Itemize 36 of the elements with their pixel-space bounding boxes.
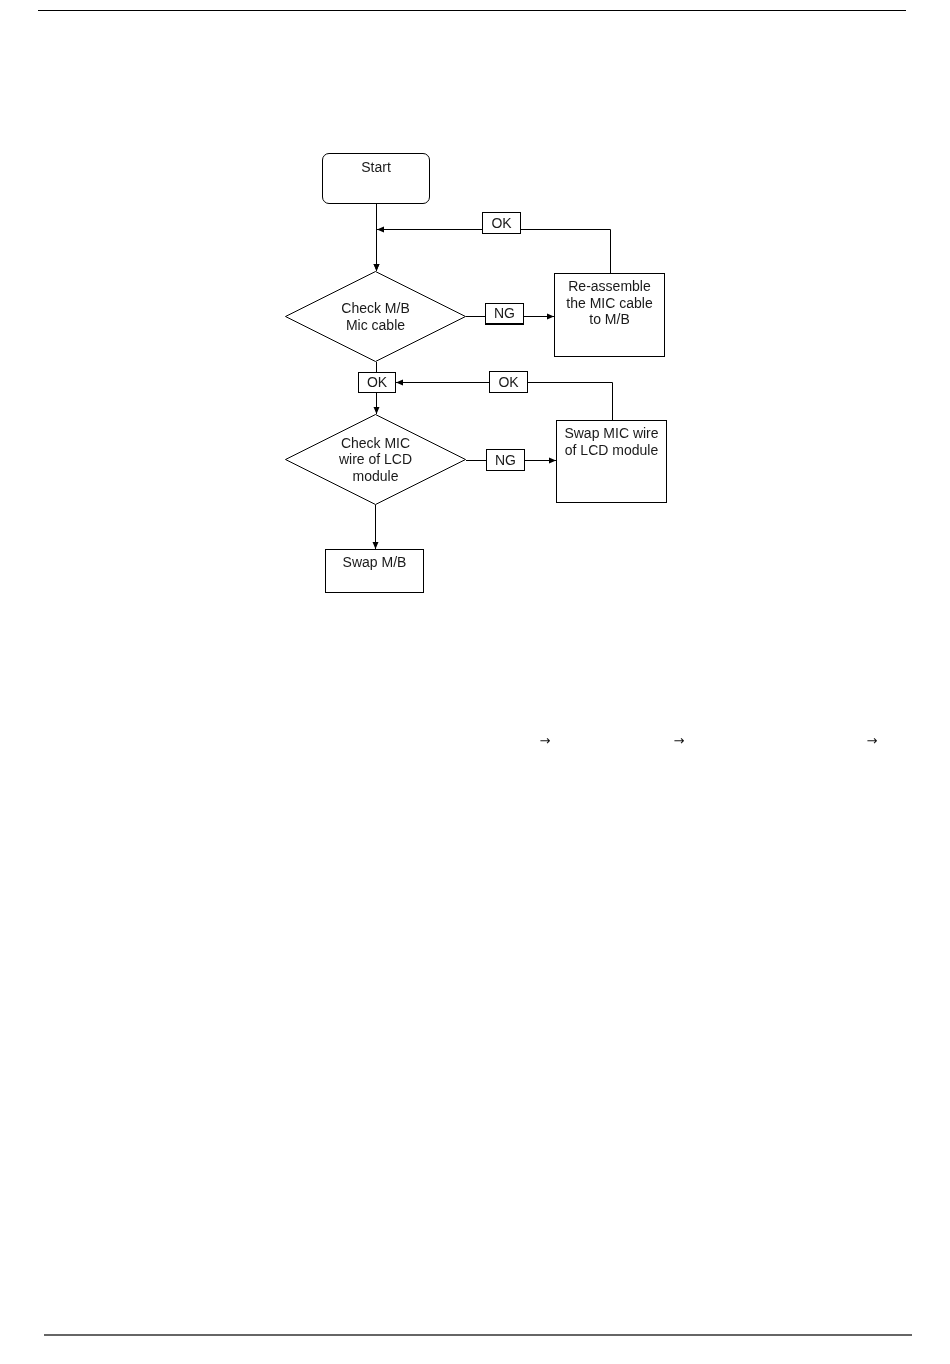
decision-diamond (285, 271, 466, 362)
decision-text: Check M/B Mic cable (340, 300, 411, 333)
process-box (556, 420, 667, 503)
step-text: Swap MIC wire of LCD module (563, 425, 660, 458)
step-text: Swap M/B (342, 554, 407, 571)
decision-diamond (285, 414, 466, 505)
connector-line (465, 460, 487, 461)
tag-text: OK (366, 374, 388, 391)
tag-text: OK (498, 373, 519, 391)
result-tag (482, 212, 521, 234)
step-text: Re-assemble the MIC cable to M/B (565, 278, 654, 328)
decision-text: Check MIC wire of LCD module (337, 434, 414, 485)
start-terminal (322, 153, 430, 204)
arrow (523, 313, 555, 320)
arrow-glyph: → (866, 733, 878, 747)
connector-line (527, 382, 613, 421)
arrow-glyph: → (673, 733, 685, 747)
arrow (373, 226, 483, 272)
result-tag (486, 449, 525, 471)
result-tag (489, 371, 528, 393)
tag-text: NG (494, 305, 515, 322)
tag-text: OK (491, 214, 512, 232)
arrow-glyph: → (539, 733, 551, 747)
arrow (373, 392, 380, 415)
connector-line (520, 229, 611, 274)
connector-line (465, 316, 486, 317)
process-box (554, 273, 665, 357)
arrow (395, 379, 490, 386)
result-tag (485, 303, 524, 325)
arrow (372, 504, 379, 550)
terminal-text: Start (361, 159, 391, 176)
tag-text: NG (495, 451, 516, 469)
connector-line (376, 361, 377, 373)
arrow (524, 457, 557, 464)
process-box (325, 549, 424, 593)
result-tag (358, 372, 396, 393)
